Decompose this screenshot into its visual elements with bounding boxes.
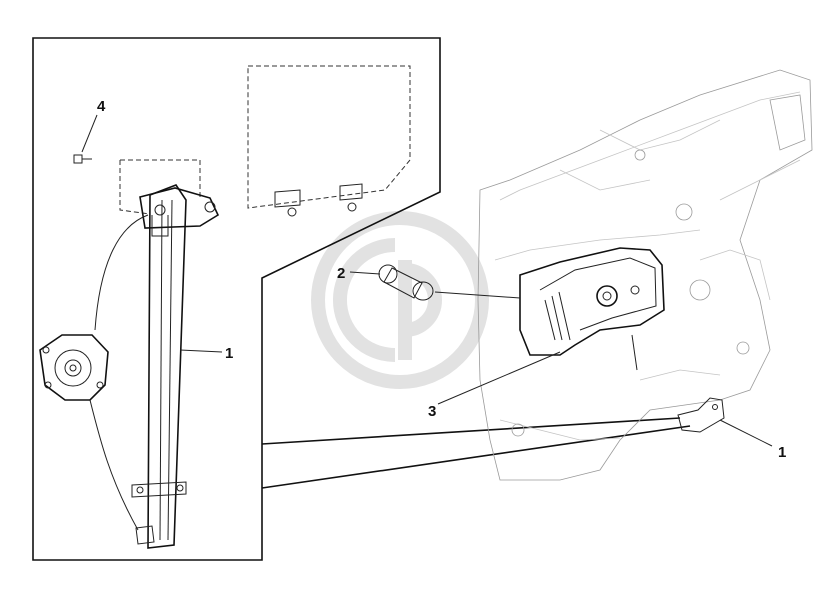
glass-clip <box>274 189 301 217</box>
glass-link-dashed <box>119 159 201 215</box>
glass-clip <box>339 183 363 212</box>
callout-leaders <box>81 114 773 447</box>
bolt-part <box>73 154 92 164</box>
watermark-logo <box>311 211 489 389</box>
callout-1-inset: 1 <box>225 345 233 362</box>
callout-4: 4 <box>97 98 106 115</box>
callout-2: 2 <box>337 265 345 282</box>
door-regulator-installed <box>519 247 665 371</box>
inset-frame <box>32 37 441 561</box>
cable-end-fitting <box>135 525 155 545</box>
door-glass-outline <box>247 65 411 209</box>
inset-leader-lines <box>261 417 691 489</box>
door-mounted-bracket <box>677 397 725 433</box>
regulator-rail <box>147 184 187 549</box>
door-inner-panel <box>477 69 813 481</box>
callout-3: 3 <box>428 403 436 420</box>
callout-1-door: 1 <box>778 444 786 461</box>
access-cover-plug <box>378 264 521 301</box>
lower-bracket <box>131 481 187 498</box>
upper-slider-bracket <box>139 187 220 237</box>
regulator-motor <box>39 334 109 401</box>
regulator-cables <box>89 214 149 531</box>
